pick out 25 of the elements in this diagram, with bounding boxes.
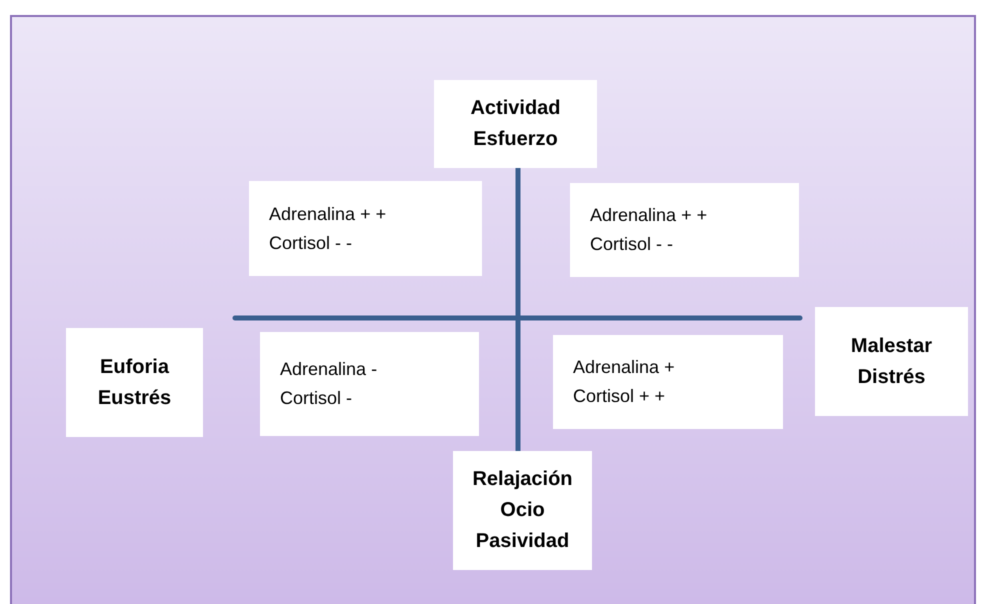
- axis-label: Pasividad: [476, 529, 570, 554]
- axis-label-box: [66, 328, 203, 437]
- quadrant-box: [553, 335, 783, 429]
- hormone-level-text: Cortisol - -: [269, 232, 354, 254]
- quadrant-box: [260, 332, 479, 436]
- axis-label: Actividad: [470, 96, 561, 121]
- axis-label-box: [434, 80, 597, 168]
- hormone-level-text: Cortisol - -: [590, 233, 674, 256]
- axis-label: Relajación: [472, 467, 573, 492]
- hormone-level-text: Adrenalina + +: [590, 204, 708, 228]
- axis-label-box: [815, 307, 968, 416]
- hormone-level-text: Adrenalina -: [280, 358, 378, 382]
- quadrant-box: [570, 183, 799, 277]
- hormone-level-text: Cortisol + +: [573, 385, 666, 408]
- axis-label: Ocio: [500, 498, 545, 523]
- hormone-level-text: Adrenalina +: [573, 356, 676, 380]
- axis-label: Euforia: [100, 354, 169, 380]
- axis-label: Distrés: [858, 364, 926, 390]
- axis-label: Malestar: [850, 334, 932, 358]
- axis-label: Eustrés: [98, 386, 172, 410]
- hormone-level-text: Adrenalina + +: [269, 202, 388, 226]
- axis-label: Esfuerzo: [473, 127, 558, 152]
- quadrant-box: [249, 181, 482, 276]
- hormone-level-text: Cortisol -: [280, 387, 354, 410]
- axis-label-box: [453, 451, 592, 570]
